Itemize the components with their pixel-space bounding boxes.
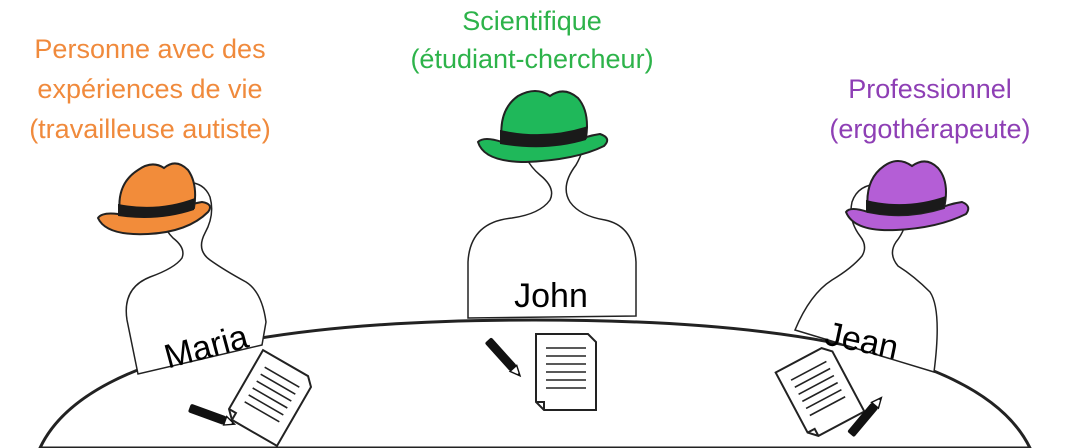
pencil-icon-jean bbox=[847, 396, 883, 437]
role-label-maria-line-1: Personne avec des bbox=[34, 34, 265, 64]
role-label-john-line-1: Scientifique bbox=[462, 6, 602, 36]
pencil-icon-maria bbox=[188, 404, 237, 426]
role-label-maria-line-2: expériences de vie bbox=[37, 74, 262, 104]
person-jean: Jean bbox=[793, 183, 938, 373]
role-label-jean: Professionnel (ergothérapeute) bbox=[829, 74, 1030, 144]
hat-icon-jean bbox=[844, 160, 970, 232]
role-label-john: Scientifique (étudiant-chercheur) bbox=[410, 6, 653, 74]
role-label-jean-line-2: (ergothérapeute) bbox=[829, 114, 1030, 144]
role-label-john-line-2: (étudiant-chercheur) bbox=[410, 44, 653, 74]
document-icon-john bbox=[535, 333, 597, 411]
role-label-maria: Personne avec des expériences de vie (tr… bbox=[29, 34, 271, 144]
hat-icon-john bbox=[476, 90, 609, 164]
role-label-jean-line-1: Professionnel bbox=[848, 74, 1012, 104]
pencil-icon-john bbox=[485, 337, 522, 378]
person-john: John bbox=[467, 105, 637, 319]
hat-icon-maria bbox=[96, 162, 211, 236]
role-label-maria-line-3: (travailleuse autiste) bbox=[29, 114, 271, 144]
person-john-name: John bbox=[514, 277, 588, 315]
document-icon-maria bbox=[227, 348, 313, 448]
document-icon-jean bbox=[774, 347, 866, 437]
